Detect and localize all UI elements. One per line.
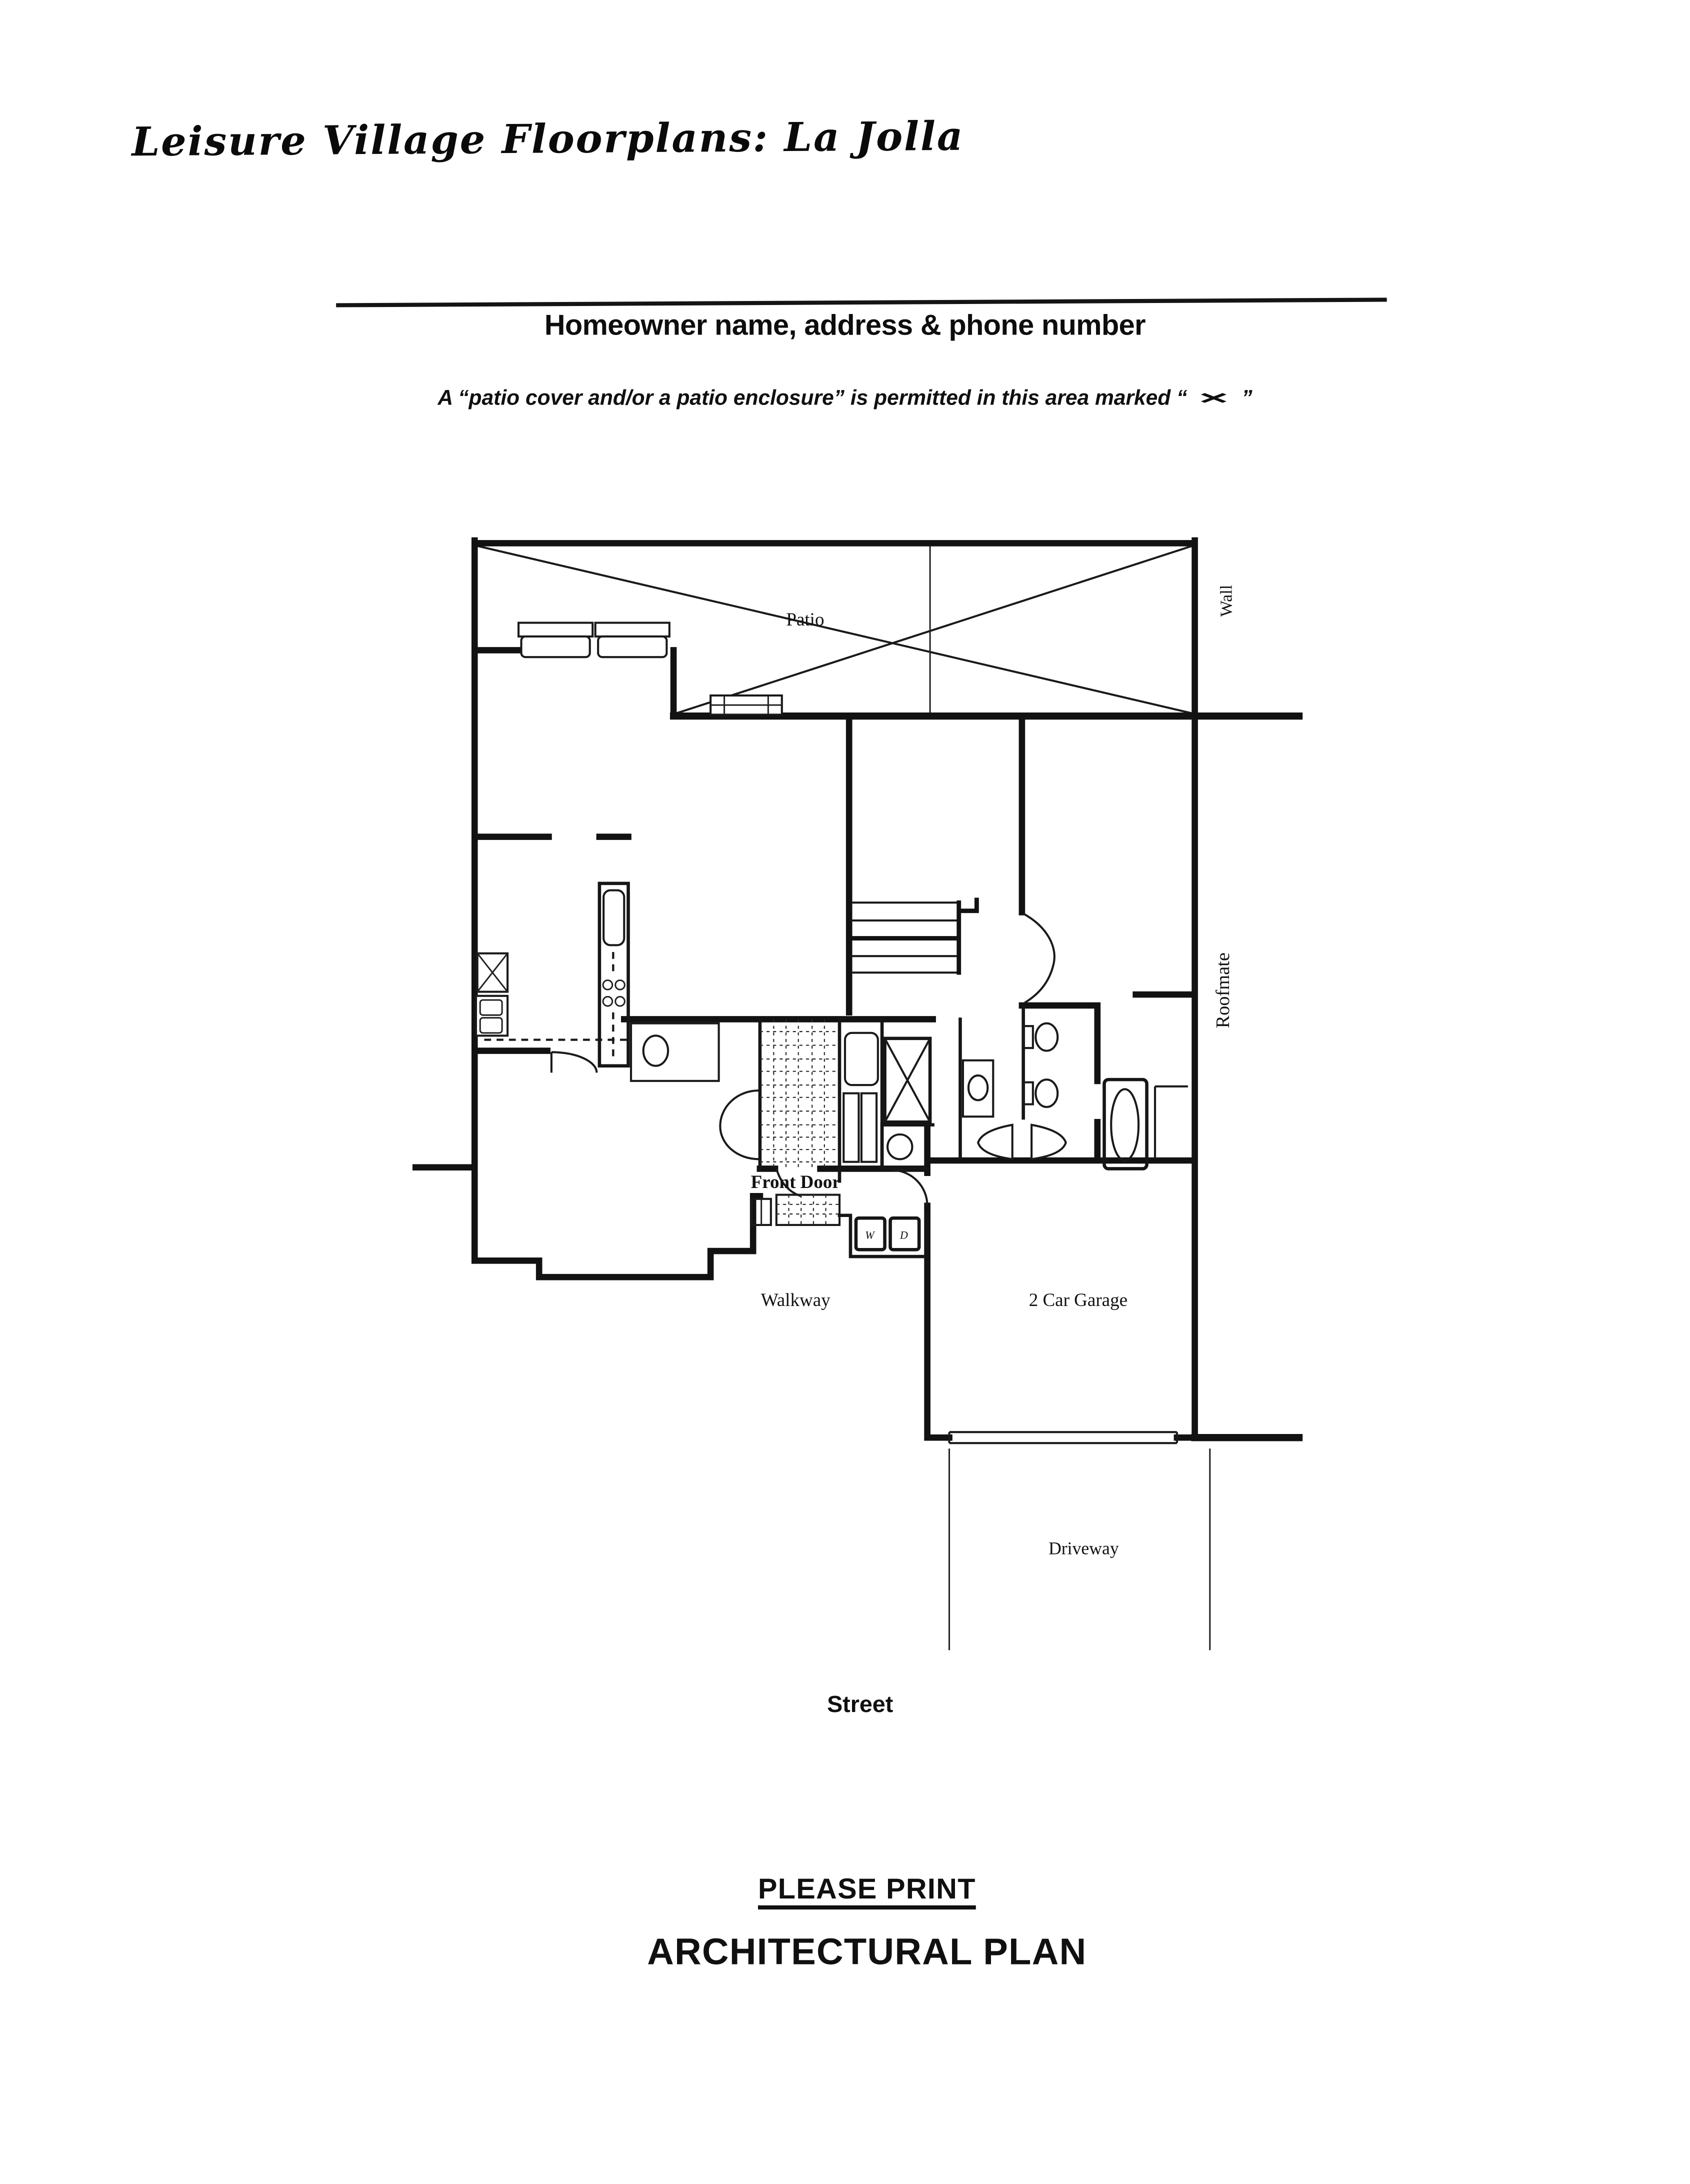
patio-note-after: ” — [1242, 386, 1252, 410]
garage-entry-door-arc — [892, 1169, 928, 1206]
pantry-column — [598, 882, 630, 1068]
kitchen-sink — [474, 994, 509, 1037]
driveway-edges — [948, 1448, 1211, 1650]
front-stoop-tile — [775, 1194, 841, 1226]
label-garage: 2 Car Garage — [1029, 1290, 1128, 1310]
bedroom-door-arc — [1022, 912, 1056, 1004]
water-heater-closet — [880, 1036, 934, 1126]
label-wall: Wall — [1217, 585, 1236, 617]
x-mark-icon: ✕ — [1198, 389, 1232, 407]
label-walkway: Walkway — [761, 1290, 830, 1310]
entry-tile-floor — [758, 1018, 842, 1170]
patio-note-before: A “patio cover and/or a patio enclosure”… — [438, 386, 1188, 410]
patio-note: A “patio cover and/or a patio enclosure”… — [0, 387, 1690, 412]
garage-door — [948, 1431, 1178, 1444]
powder-room — [880, 1123, 929, 1170]
sliding-door — [710, 694, 783, 716]
dryer-label: D — [900, 1228, 908, 1241]
architectural-plan-title: ARCHITECTURAL PLAN — [647, 1931, 1087, 1973]
label-driveway: Driveway — [1048, 1538, 1119, 1558]
label-front-door: Front Door — [751, 1172, 840, 1192]
patio-area — [477, 544, 1192, 715]
stairs — [848, 898, 979, 975]
master-bathroom — [1102, 1078, 1188, 1170]
outer-walls — [412, 537, 1198, 1441]
washer-label: W — [865, 1228, 875, 1241]
label-roofmate: Roofmate — [1212, 952, 1234, 1028]
please-print-label: PLEASE PRINT — [758, 1874, 976, 1906]
coat-closet — [838, 1018, 884, 1183]
label-street: Street — [827, 1691, 893, 1717]
hall-bathroom — [958, 1004, 1067, 1161]
sofa — [517, 622, 670, 658]
hall-vanity — [630, 1022, 720, 1082]
washer-dryer-closet: W D — [838, 1214, 929, 1258]
boundary-wall-lines — [670, 712, 1303, 1442]
homeowner-line-label: Homeowner name, address & phone number — [544, 310, 1146, 342]
kitchen-stove — [476, 952, 509, 993]
kitchen-door-arc — [550, 1051, 598, 1073]
entry-double-doors — [719, 1090, 759, 1160]
label-patio: Patio — [786, 610, 824, 630]
